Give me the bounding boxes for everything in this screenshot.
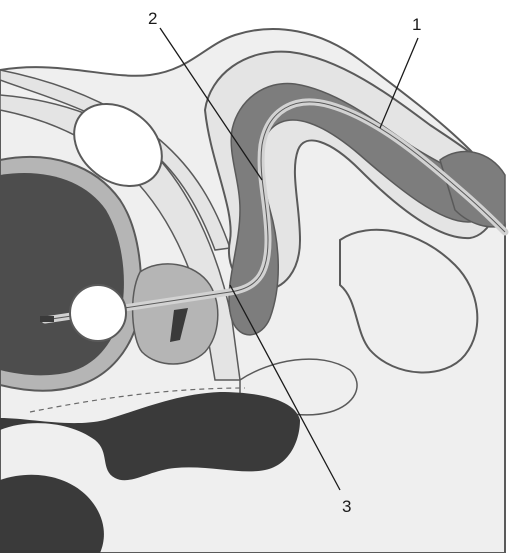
catheter-balloon	[70, 285, 126, 341]
callout-2-label: 2	[148, 9, 157, 28]
callout-3-label: 3	[342, 497, 351, 516]
callout-1-label: 1	[412, 15, 421, 34]
catheter-tip	[40, 316, 54, 322]
